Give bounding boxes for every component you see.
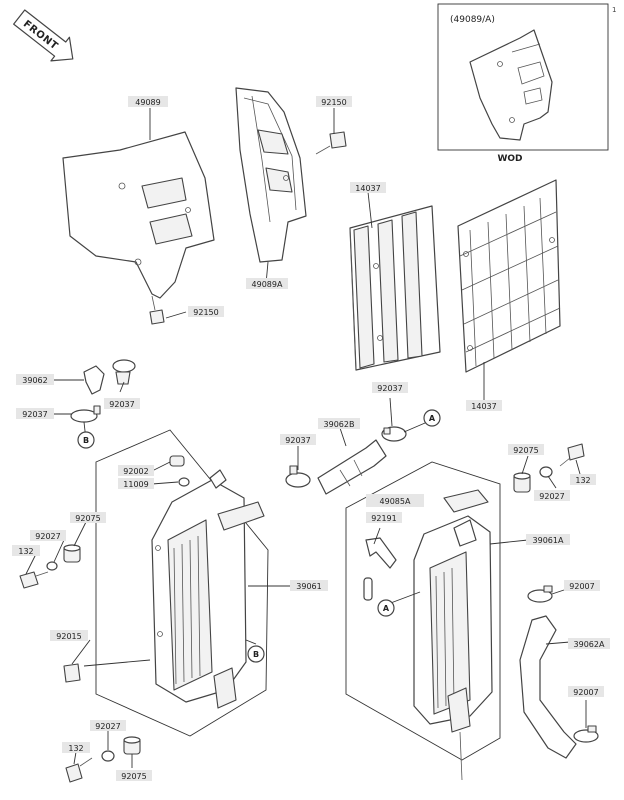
label-39061a: 39061A bbox=[533, 536, 564, 545]
label-92037-c: 92037 bbox=[377, 384, 402, 393]
label-92027-lower: 92027 bbox=[95, 722, 120, 731]
label-92150-upper: 92150 bbox=[321, 98, 346, 107]
collar-92075-lower bbox=[123, 736, 141, 755]
collar-92075-right bbox=[513, 472, 531, 493]
label-92150-lower: 92150 bbox=[193, 308, 218, 317]
radiator-screen-14037-left bbox=[349, 205, 441, 371]
ref-b-right: B bbox=[247, 645, 265, 663]
clamp-92037-c bbox=[381, 426, 407, 442]
label-132-left: 132 bbox=[18, 547, 33, 556]
page-mark: 1 bbox=[612, 6, 616, 14]
ref-b-right-text: B bbox=[253, 650, 259, 659]
label-92075-right: 92075 bbox=[513, 446, 538, 455]
radiator-shroud-49089a bbox=[235, 87, 307, 263]
label-49085a: 49085A bbox=[380, 497, 411, 506]
label-92037-b: 92037 bbox=[22, 410, 47, 419]
label-39062b: 39062B bbox=[324, 420, 355, 429]
radiator-shroud-49089 bbox=[62, 131, 215, 299]
label-11009: 11009 bbox=[123, 480, 148, 489]
label-92191: 92191 bbox=[371, 514, 396, 523]
washer-92027-right bbox=[539, 466, 553, 478]
right-assembly-box bbox=[345, 461, 501, 761]
variant-shroud bbox=[469, 29, 553, 141]
ref-a-upper-text: A bbox=[429, 414, 436, 423]
gasket-11009 bbox=[178, 477, 190, 487]
label-14037-right: 14037 bbox=[471, 402, 496, 411]
label-132-lower: 132 bbox=[68, 744, 83, 753]
ref-b-left-text: B bbox=[83, 436, 89, 445]
label-92037-a: 92037 bbox=[109, 400, 134, 409]
collar-92075-left bbox=[63, 544, 81, 563]
radiator-39061a-right bbox=[413, 515, 493, 781]
label-39062: 39062 bbox=[22, 376, 47, 385]
label-92027-left: 92027 bbox=[35, 532, 60, 541]
hose-39062a bbox=[519, 615, 577, 759]
left-assembly-box bbox=[95, 429, 269, 737]
bolt-92150-lower bbox=[149, 295, 165, 325]
label-39062a: 39062A bbox=[574, 640, 605, 649]
clamp-92007-upper bbox=[527, 585, 553, 603]
ref-a-lower: A bbox=[377, 599, 395, 617]
callout-labels: 49089 92150 49089A 92150 14037 14037 390… bbox=[12, 96, 610, 781]
ref-b-left: B bbox=[77, 431, 95, 449]
washer-92027-left bbox=[46, 561, 58, 571]
variant-model: WOD bbox=[497, 154, 522, 164]
label-14037-left: 14037 bbox=[355, 184, 380, 193]
label-49089: 49089 bbox=[135, 98, 160, 107]
label-92075-lower: 92075 bbox=[121, 772, 146, 781]
label-92037-d: 92037 bbox=[285, 436, 310, 445]
variant-code: (49089/A) bbox=[450, 15, 495, 25]
label-92007-upper: 92007 bbox=[569, 582, 594, 591]
label-39061: 39061 bbox=[296, 582, 321, 591]
variant-box: (49089/A) WOD bbox=[437, 3, 609, 164]
front-arrow-icon: FRONT bbox=[13, 9, 74, 62]
part-49085a bbox=[443, 489, 489, 513]
clamp-92037-a bbox=[112, 359, 136, 385]
radiator-screen-14037-right bbox=[457, 179, 561, 373]
clamp-92037-d bbox=[285, 465, 311, 488]
bolt-132-left bbox=[19, 571, 49, 589]
radiator-39061-left bbox=[151, 469, 265, 709]
clamp-92007-lower bbox=[573, 725, 599, 743]
grommet-92015 bbox=[63, 663, 81, 683]
cap-92002 bbox=[169, 455, 185, 467]
hose-39062b bbox=[317, 439, 387, 495]
label-92075-left: 92075 bbox=[75, 514, 100, 523]
bolt-132-lower bbox=[65, 757, 93, 783]
label-92015: 92015 bbox=[56, 632, 81, 641]
label-132-right: 132 bbox=[575, 476, 590, 485]
hose-39062 bbox=[83, 365, 105, 395]
clamp-92037-b bbox=[70, 405, 101, 423]
bolt-132-right bbox=[559, 443, 585, 467]
label-92027-right: 92027 bbox=[539, 492, 564, 501]
hose-92191 bbox=[363, 537, 397, 601]
label-92007-lower: 92007 bbox=[573, 688, 598, 697]
ref-a-upper: A bbox=[423, 409, 441, 427]
washer-92027-lower bbox=[101, 750, 115, 762]
ref-a-lower-text: A bbox=[383, 604, 390, 613]
bolt-92150-upper bbox=[315, 131, 347, 155]
label-49089a: 49089A bbox=[252, 280, 283, 289]
label-92002: 92002 bbox=[123, 467, 148, 476]
